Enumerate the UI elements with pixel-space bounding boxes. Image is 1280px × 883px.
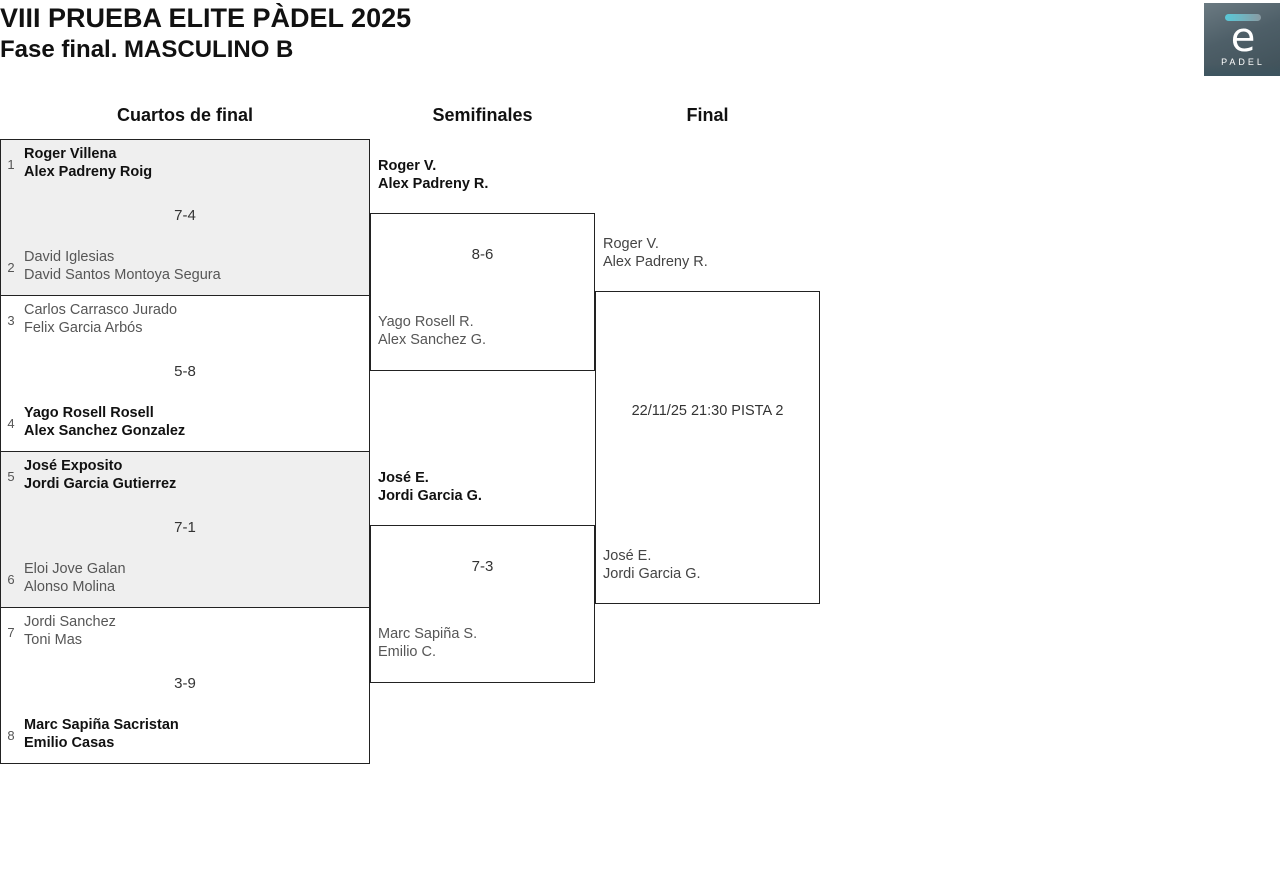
player-name: Alex Padreny Roig <box>24 164 153 180</box>
logo-letter-e: e <box>1230 15 1256 61</box>
team-names: José Exposito Jordi Garcia Gutierrez <box>24 457 176 493</box>
player-name: Yago Rosell Rosell <box>24 405 154 421</box>
player-name: Toni Mas <box>24 632 83 648</box>
player-name: Marc Sapiña S. <box>378 626 478 642</box>
match-score-quarterfinal-4: 3-9 <box>174 675 196 692</box>
team-names: Marc Sapiña Sacristan Emilio Casas <box>24 716 179 752</box>
team-names: Eloi Jove Galan Alonso Molina <box>24 560 126 596</box>
team-names: Yago Rosell Rosell Alex Sanchez Gonzalez <box>24 404 185 440</box>
seed-number: 5 <box>7 469 15 484</box>
round-header-semifinals: Semifinales <box>432 105 533 125</box>
page-title: VIII PRUEBA ELITE PÀDEL 2025 Fase final.… <box>0 2 900 66</box>
player-name: Felix Garcia Arbós <box>24 320 143 336</box>
team-names: Carlos Carrasco Jurado Felix Garcia Arbó… <box>24 301 177 337</box>
team-names: Roger V. Alex Padreny R. <box>603 235 708 271</box>
match-box-quarterfinal-2[interactable]: 5-8 <box>0 295 370 452</box>
player-name: Jordi Garcia Gutierrez <box>24 476 177 492</box>
player-name: Roger V. <box>603 236 659 252</box>
team-names: Roger V. Alex Padreny R. <box>378 157 488 193</box>
seed-number: 8 <box>7 728 15 743</box>
match-box-semifinal-1[interactable]: 8-6 <box>370 213 595 371</box>
player-name: Alex Sanchez Gonzalez <box>24 423 186 439</box>
seed-number: 2 <box>7 260 15 275</box>
player-name: David Iglesias <box>24 249 115 265</box>
seed-number: 6 <box>7 572 15 587</box>
player-name: Jordi Sanchez <box>24 614 116 630</box>
epadel-logo: e PADEL <box>1204 3 1280 76</box>
team-names: Roger Villena Alex Padreny Roig <box>24 145 152 181</box>
tournament-name: VIII PRUEBA ELITE PÀDEL 2025 <box>0 3 412 33</box>
final-schedule: 22/11/25 21:30 PISTA 2 <box>631 403 784 419</box>
seed-number: 3 <box>7 313 15 328</box>
match-box-semifinal-2[interactable]: 7-3 <box>370 525 595 683</box>
match-box-quarterfinal-3[interactable]: 7-1 <box>0 451 370 608</box>
team-names: José E. Jordi Garcia G. <box>378 469 482 505</box>
player-name: Carlos Carrasco Jurado <box>24 302 178 318</box>
logo-wordmark: PADEL <box>1221 57 1265 67</box>
player-name: Roger Villena <box>24 146 117 162</box>
player-name: Eloi Jove Galan <box>24 561 126 577</box>
match-score-semifinal-1: 8-6 <box>471 246 494 263</box>
tournament-phase: Fase final. MASCULINO B <box>0 36 294 63</box>
player-name: Marc Sapiña Sacristan <box>24 717 179 733</box>
match-score-semifinal-2: 7-3 <box>471 558 494 575</box>
player-name: Alex Padreny R. <box>603 254 708 270</box>
team-names: José E. Jordi Garcia G. <box>603 547 701 583</box>
player-name: Emilio C. <box>378 644 437 660</box>
player-name: Roger V. <box>378 158 437 174</box>
team-names: David Iglesias David Santos Montoya Segu… <box>24 248 221 284</box>
round-header-final: Final <box>686 105 729 125</box>
match-score-quarterfinal-3: 7-1 <box>174 519 196 536</box>
logo-shine <box>1204 64 1280 76</box>
match-score-quarterfinal-2: 5-8 <box>174 363 196 380</box>
player-name: Alex Sanchez G. <box>378 332 486 348</box>
player-name: Jordi Garcia G. <box>603 566 701 582</box>
match-box-quarterfinal-4[interactable]: 3-9 <box>0 607 370 764</box>
seed-number: 1 <box>7 157 15 172</box>
match-score-quarterfinal-1: 7-4 <box>174 207 196 224</box>
player-name: José E. <box>378 470 429 486</box>
match-box-final[interactable]: 22/11/25 21:30 PISTA 2 <box>595 291 820 604</box>
logo-accent-bar <box>1225 14 1261 21</box>
team-names: Yago Rosell R. Alex Sanchez G. <box>378 313 486 349</box>
player-name: Emilio Casas <box>24 735 115 751</box>
player-name: José Exposito <box>24 458 123 474</box>
seed-number: 4 <box>7 416 15 431</box>
player-name: Jordi Garcia G. <box>378 488 482 504</box>
player-name: José E. <box>603 548 652 564</box>
player-name: Yago Rosell R. <box>378 314 474 330</box>
player-name: Alex Padreny R. <box>378 176 489 192</box>
player-name: David Santos Montoya Segura <box>24 267 221 283</box>
team-names: Jordi Sanchez Toni Mas <box>24 613 116 649</box>
round-header-quarterfinals: Cuartos de final <box>116 105 254 125</box>
match-box-quarterfinal-1[interactable]: 7-4 <box>0 139 370 296</box>
team-names: Marc Sapiña S. Emilio C. <box>378 625 477 661</box>
seed-number: 7 <box>7 625 15 640</box>
player-name: Alonso Molina <box>24 579 116 595</box>
